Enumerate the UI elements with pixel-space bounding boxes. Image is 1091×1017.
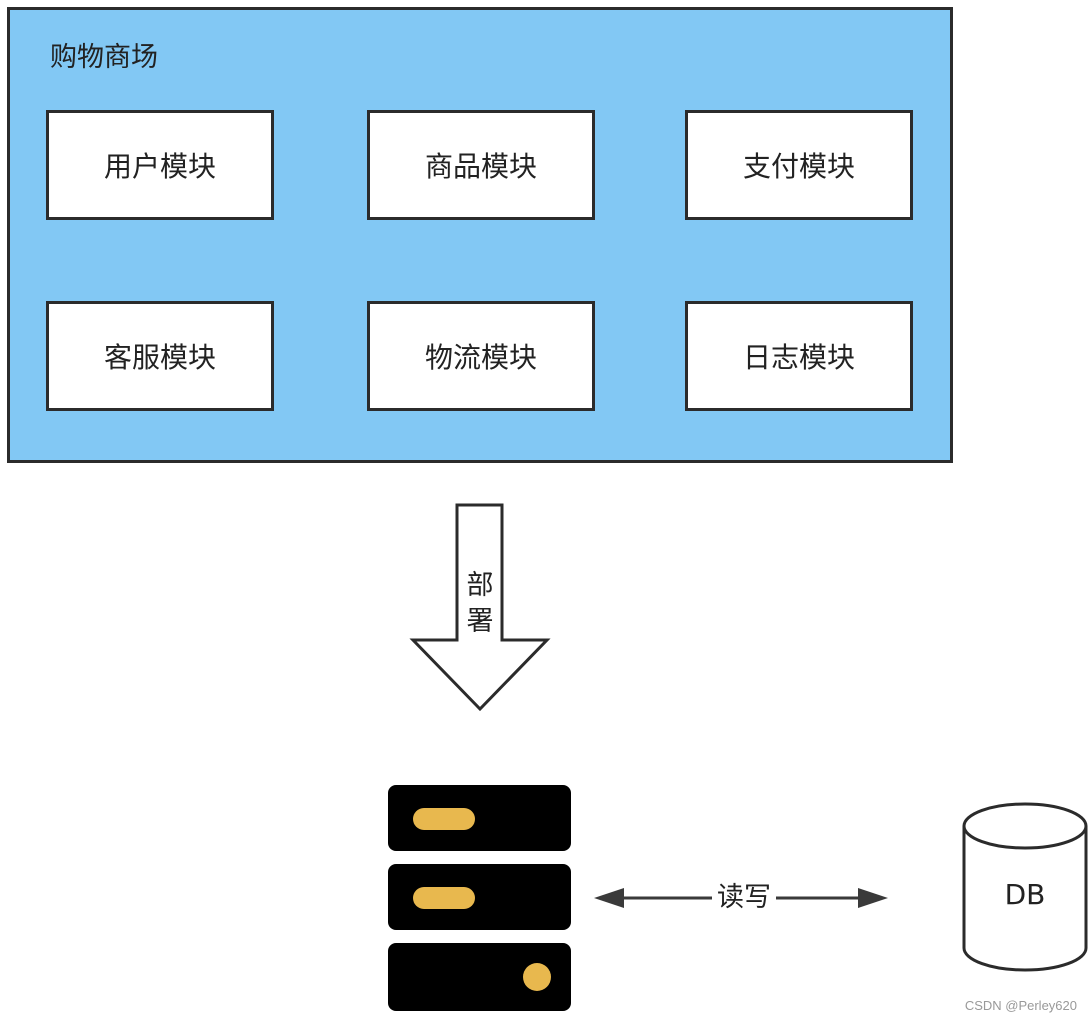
module-box: 物流模块 bbox=[367, 301, 595, 411]
server-led-icon bbox=[523, 963, 551, 991]
module-box: 支付模块 bbox=[685, 110, 913, 220]
system-title: 购物商场 bbox=[50, 42, 158, 73]
module-box: 日志模块 bbox=[685, 301, 913, 411]
database-label: DB bbox=[1004, 878, 1046, 911]
deploy-label: 部署 bbox=[466, 570, 494, 637]
deploy-arrow-icon bbox=[409, 503, 551, 712]
watermark: CSDN @Perley620 bbox=[964, 998, 1077, 1013]
server-led-icon bbox=[413, 887, 475, 909]
server-unit bbox=[388, 864, 571, 930]
shopping-mall-system: 购物商场 用户模块 商品模块 支付模块 客服模块 物流模块 日志模块 bbox=[7, 7, 953, 463]
server-led-icon bbox=[413, 808, 475, 830]
server-unit bbox=[388, 785, 571, 851]
server-rack-icon bbox=[388, 785, 571, 1011]
module-box: 客服模块 bbox=[46, 301, 274, 411]
database-cylinder-icon bbox=[962, 802, 1088, 972]
read-write-label: 读写 bbox=[712, 880, 776, 916]
module-box: 用户模块 bbox=[46, 110, 274, 220]
module-box: 商品模块 bbox=[367, 110, 595, 220]
server-unit bbox=[388, 943, 571, 1011]
